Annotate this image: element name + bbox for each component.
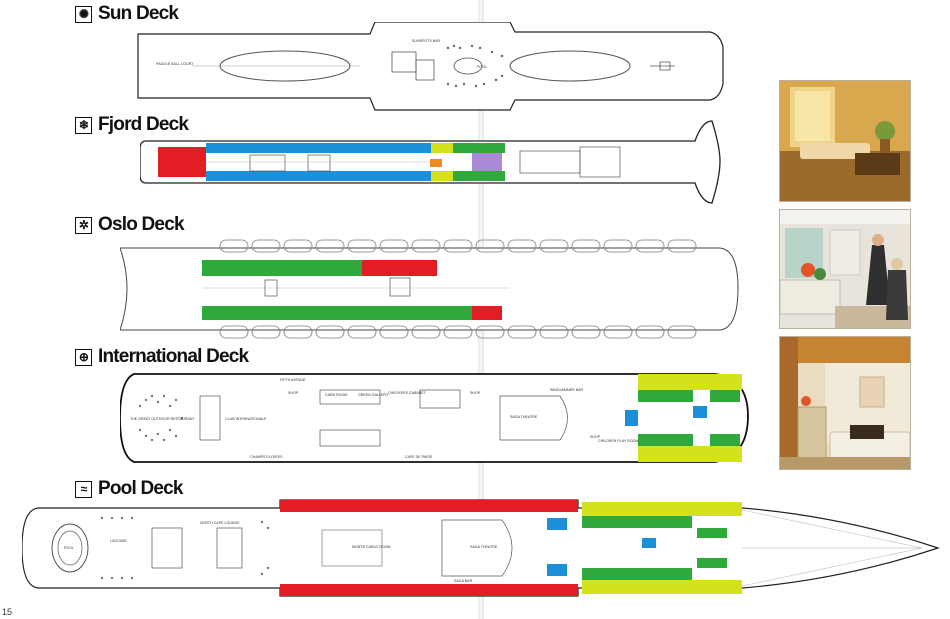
oslo-green-cabins-top xyxy=(202,260,362,276)
intl-club-label: CLUB INTERNATIONALE xyxy=(225,417,267,421)
pool-yellow-cabins-top xyxy=(582,502,742,516)
intl-green-gallery-label: GREEN GALLERY xyxy=(358,393,389,397)
intl-checkers-label: CHECKERS CABARET xyxy=(388,391,427,395)
intl-champs-label: CHAMPS ELYSEES xyxy=(250,455,283,459)
pool-red-cabins-top xyxy=(280,500,578,512)
sun-deck-name: Sun Deck xyxy=(98,3,179,24)
fjord-red-cabins xyxy=(158,147,206,177)
oslo-red-cabins-top xyxy=(362,260,437,276)
intl-saga-theatre-label: SAGA THEATRE xyxy=(510,415,538,419)
oslo-deck-plan xyxy=(120,239,739,339)
international-deck-name: International Deck xyxy=(98,346,249,367)
intl-card-room-label: CARD ROOM xyxy=(325,393,347,397)
intl-fifth-avenue-label: FIFTH AVENUE xyxy=(280,378,306,382)
intl-shop-label-2: SHOP xyxy=(470,391,481,395)
fjord-blue-cabins-bottom xyxy=(206,171,431,181)
fjord-blue-cabins-top xyxy=(206,143,431,153)
pool-deck-title: ≈ Pool Deck xyxy=(75,478,183,500)
intl-windjammer-label: WINDJAMMER BAR xyxy=(550,388,584,392)
fjord-deck-plan xyxy=(140,120,721,204)
pool-saga-bar-label: SAGA BAR xyxy=(454,579,473,583)
pool-north-cape-label: NORTH CAPE LOUNGE xyxy=(200,521,240,525)
intl-outdoor-restaurant-label: THE GREAT OUTDOOR RESTAURANT xyxy=(130,417,195,421)
pool-lido-bar-label: LIDO BAR xyxy=(110,539,127,543)
fjord-purple-cabins xyxy=(472,153,502,171)
sun-pool-label: POOL xyxy=(477,65,487,69)
international-deck-title: ⊕ International Deck xyxy=(75,346,249,368)
international-deck-plan: FIFTH AVENUE THE GREAT OUTDOOR RESTAURAN… xyxy=(120,373,749,463)
oslo-deck-title: ✲ Oslo Deck xyxy=(75,214,185,236)
intl-yellow-cabins-top xyxy=(638,374,742,390)
fjord-deck-title: ❄ Fjord Deck xyxy=(75,114,189,136)
intl-shop-label-3: SHOP xyxy=(590,435,601,439)
cabin-photo-2 xyxy=(779,209,911,329)
oslo-deck-name: Oslo Deck xyxy=(98,214,185,235)
gear-icon: ✲ xyxy=(75,216,92,234)
pool-deck-plan: POOL LIDO BAR NORTH CAPE LOUNGE MONTE CA… xyxy=(22,499,940,597)
intl-cafe-label: CAFE DE PARIS xyxy=(405,455,433,459)
cabin-photo-3 xyxy=(779,336,911,470)
pool-yellow-cabins-bottom xyxy=(582,580,742,594)
sun-deck-plan: PADDLE BALL COURT SUNSPOTS BAR POOL xyxy=(137,22,724,111)
pool-red-cabins-bottom xyxy=(280,584,578,596)
page-number: 15 xyxy=(2,607,13,617)
pool-deck-name: Pool Deck xyxy=(98,478,183,499)
cabin-photo-1 xyxy=(779,80,911,202)
intl-shop-label-1: SHOP xyxy=(288,391,299,395)
sun-paddle-label: PADDLE BALL COURT xyxy=(156,62,194,66)
oslo-green-cabins-bottom xyxy=(202,306,472,320)
pool-saga-theatre-label: SAGA THEATRE xyxy=(470,545,498,549)
globe-icon: ⊕ xyxy=(75,348,92,366)
intl-children-label: CHILDREN PLAY ROOM xyxy=(598,439,638,443)
sun-deck-title: ✺ Sun Deck xyxy=(75,3,179,25)
pool-monte-carlo-label: MONTE CARLO ROOM xyxy=(352,545,391,549)
fjord-deck-name: Fjord Deck xyxy=(98,114,189,135)
sun-icon: ✺ xyxy=(75,5,92,23)
pool-icon: ≈ xyxy=(75,480,92,498)
oslo-red-cabins-bottom xyxy=(472,306,502,320)
intl-yellow-cabins-bottom xyxy=(638,446,742,462)
pool-pool-label: POOL xyxy=(64,546,74,550)
snowflake-icon: ❄ xyxy=(75,116,92,134)
sun-sunspot-label: SUNSPOTS BAR xyxy=(412,39,441,43)
